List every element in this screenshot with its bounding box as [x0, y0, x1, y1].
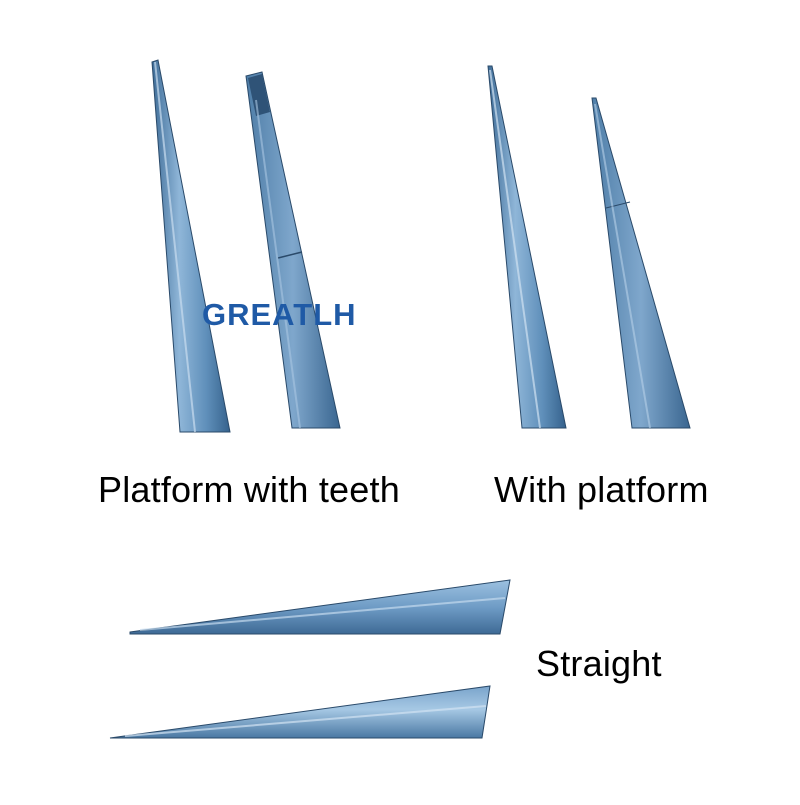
platform-tip-right: [591, 97, 691, 429]
caption-straight: Straight: [536, 643, 662, 684]
teeth-tip-left: [151, 59, 231, 433]
straight-tip-lower: [109, 685, 491, 739]
caption-platform-with-teeth: Platform with teeth: [98, 469, 400, 510]
brand-watermark: GREATLH: [202, 297, 357, 332]
platform-tip-left: [487, 65, 567, 429]
teeth-tip-right: [245, 71, 341, 429]
straight-tip-upper: [129, 579, 511, 635]
caption-with-platform: With platform: [494, 469, 709, 510]
